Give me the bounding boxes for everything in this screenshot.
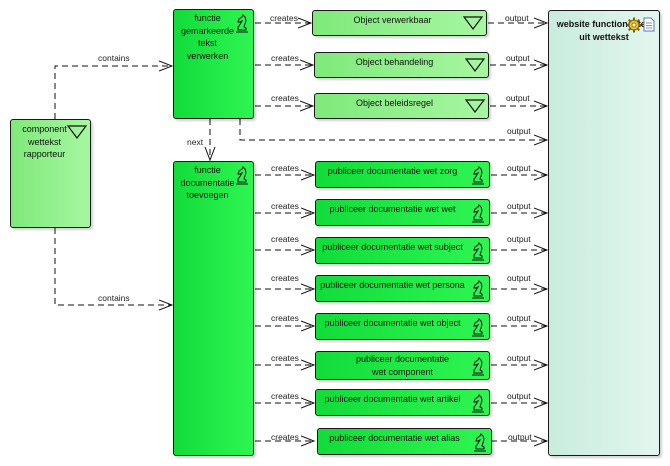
edge-label-creates: creates <box>271 313 299 323</box>
function-documentatie-toevoegen[interactable]: functie documentatie toevoegen <box>173 161 254 456</box>
edge-label-creates: creates <box>271 353 299 363</box>
process-node[interactable]: publiceer documentatie wet zorg <box>315 161 490 188</box>
process-label: publiceer documentatie wet alias <box>329 433 460 443</box>
edge-label-creates: creates <box>271 234 299 244</box>
component-label: component wettekst rapporteur <box>22 124 67 159</box>
function-label: functie documentatie toevoegen <box>180 165 235 200</box>
process-node[interactable]: publiceer documentatie wet artikel <box>315 389 490 416</box>
website-label: website functionaliteit uit wettekst <box>556 19 652 42</box>
chess-knight-icon <box>472 394 484 413</box>
triangle-down-icon <box>465 58 485 72</box>
chess-knight-icon <box>236 14 248 33</box>
edge-label-output: output <box>507 391 531 401</box>
process-label: publiceer documentatie wet subject <box>322 242 463 252</box>
object-node[interactable]: Object beleidsregel <box>314 93 489 119</box>
process-node[interactable]: publiceer documentatie wet component <box>315 351 490 380</box>
edge-label-creates: creates <box>271 163 299 173</box>
process-label: publiceer documentatie wet persona <box>320 280 465 290</box>
gear-icon <box>626 17 642 33</box>
object-node[interactable]: Object behandeling <box>314 52 489 78</box>
website-functionaliteit-uit-wettekst[interactable]: website functionaliteit uit wettekst <box>548 10 660 456</box>
chess-knight-icon <box>472 166 484 185</box>
edge-label-creates: creates <box>270 13 298 23</box>
edge-label-output: output <box>506 53 530 63</box>
process-node[interactable]: publiceer documentatie wet wet <box>315 199 490 226</box>
component-wettekst-rapporteur[interactable]: component wettekst rapporteur <box>10 119 91 228</box>
object-label: Object beleidsregel <box>355 98 434 108</box>
chess-knight-icon <box>472 204 484 223</box>
edge-label-output: output <box>507 126 531 136</box>
edge-label-creates: creates <box>271 93 299 103</box>
chess-knight-icon <box>236 166 248 185</box>
function-gemarkeerde-tekst-verwerken[interactable]: functie gemarkeerde tekst verwerken <box>173 9 254 119</box>
edge-label-creates: creates <box>271 432 299 442</box>
process-node[interactable]: publiceer documentatie wet persona <box>315 275 490 302</box>
object-label: Object behandeling <box>355 57 434 67</box>
edge-label-output: output <box>505 13 529 23</box>
chess-knight-icon <box>472 242 484 261</box>
process-node[interactable]: publiceer documentatie wet object <box>315 313 490 340</box>
edge-contains[interactable] <box>54 66 172 119</box>
process-label: publiceer documentatie wet component <box>355 354 450 377</box>
object-node[interactable]: Object verwerkbaar <box>312 10 487 36</box>
chess-knight-icon <box>472 357 484 376</box>
process-label: publiceer documentatie wet wet <box>329 204 456 214</box>
edge-label-creates: creates <box>271 273 299 283</box>
edge-label-creates: creates <box>271 201 299 211</box>
edge-contains[interactable] <box>54 228 172 305</box>
edge-label-output: output <box>507 234 531 244</box>
process-label: publiceer documentatie wet object <box>324 318 461 328</box>
edge-label-output: output <box>507 201 531 211</box>
process-label: publiceer documentatie wet zorg <box>327 166 458 176</box>
edge-label-contains: contains <box>98 53 130 63</box>
edge-label-output: output <box>507 353 531 363</box>
function-label: functie gemarkeerde tekst verwerken <box>180 13 235 61</box>
chess-knight-icon <box>472 280 484 299</box>
edge-label-contains: contains <box>98 293 130 303</box>
edge-label-output: output <box>507 273 531 283</box>
edge-label-output: output <box>506 93 530 103</box>
triangle-down-icon <box>463 16 483 30</box>
edge-label-output: output <box>507 163 531 173</box>
edge-label-output: output <box>508 432 532 442</box>
edge-output[interactable] <box>239 119 547 140</box>
document-icon <box>643 17 655 32</box>
edge-label-next: next <box>187 137 204 147</box>
edge-label-creates: creates <box>271 391 299 401</box>
process-node[interactable]: publiceer documentatie wet subject <box>315 237 490 264</box>
edge-label-creates: creates <box>271 53 299 63</box>
object-label: Object verwerkbaar <box>353 15 432 25</box>
triangle-down-icon <box>67 125 87 139</box>
edge-label-output: output <box>507 313 531 323</box>
process-node[interactable]: publiceer documentatie wet alias <box>317 428 492 455</box>
chess-knight-icon <box>472 318 484 337</box>
process-label: publiceer documentatie wet artikel <box>324 394 461 404</box>
triangle-down-icon <box>465 99 485 113</box>
chess-knight-icon <box>474 433 486 452</box>
